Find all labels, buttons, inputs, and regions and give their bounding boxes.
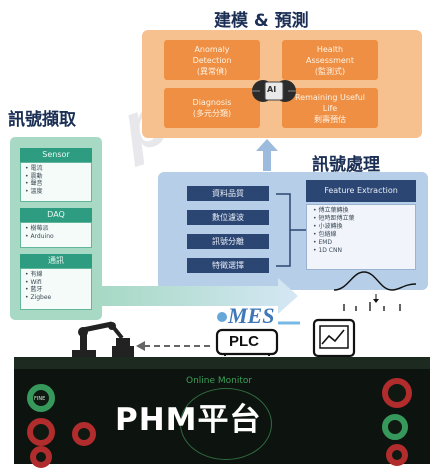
- tablet-icon: [312, 318, 356, 358]
- dashboard-ring: [180, 388, 272, 460]
- status-gauge: [72, 422, 96, 446]
- status-gauge: [27, 418, 55, 446]
- acq-group-title: DAQ: [20, 208, 92, 222]
- status-gauge: FINE: [27, 384, 55, 412]
- acq-group-title: Sensor: [20, 148, 92, 162]
- dashboard-title: Online Monitor: [186, 376, 253, 386]
- robot-arm-icon: [70, 320, 136, 360]
- status-gauge: [382, 414, 408, 440]
- proc-step: 特徵選擇: [187, 258, 269, 273]
- status-gauge: [30, 446, 52, 468]
- status-gauge: [386, 444, 408, 466]
- feature-extraction-title: Feature Extraction: [306, 180, 416, 202]
- model-cell-diagnosis: Diagnosis(多元分類): [164, 88, 260, 128]
- arrow-left-dashed-icon: [136, 336, 212, 351]
- acq-group-title: 通訊: [20, 254, 92, 268]
- feature-list: 傅立葉轉換 短時距傅立葉 小波轉換 包絡線 EMD 1D CNN: [306, 204, 416, 270]
- heading-model: 建模 & 預測: [214, 11, 309, 31]
- heading-processing: 訊號處理: [312, 155, 380, 175]
- proc-bracket: [274, 193, 306, 267]
- acq-group-list: 有線 Wifi 藍牙 Zigbee: [20, 268, 92, 310]
- mes-logo: MES: [214, 303, 304, 329]
- arrow-up-icon: [256, 139, 278, 171]
- proc-step: 訊號分離: [187, 234, 269, 249]
- ai-chip-icon: AI: [250, 74, 298, 108]
- proc-step: 數位濾波: [187, 210, 269, 225]
- arrow-right-icon: [102, 276, 298, 316]
- acq-group-list: 電流 震動 聲音 溫度: [20, 162, 92, 202]
- chart-curve-icon: [330, 264, 420, 312]
- ai-label: AI: [267, 85, 277, 94]
- heading-acquisition: 訊號擷取: [8, 110, 76, 130]
- dashboard-toolbar: [14, 357, 430, 369]
- status-gauge: [382, 378, 412, 408]
- acq-group-list: 樹莓派 Arduino: [20, 222, 92, 248]
- plc-icon: PLC: [215, 328, 279, 356]
- proc-step: 資料品質: [187, 186, 269, 201]
- platform-label: PHM平台: [115, 402, 262, 438]
